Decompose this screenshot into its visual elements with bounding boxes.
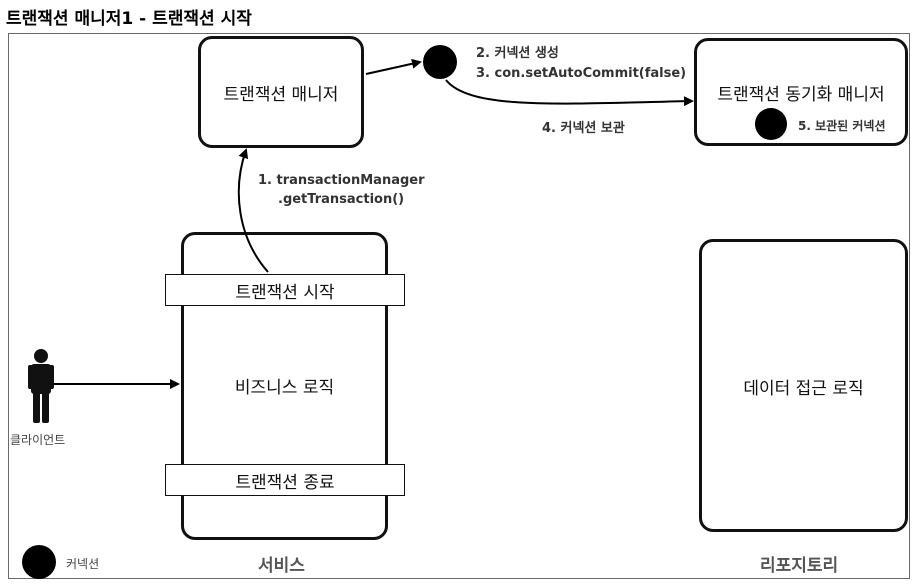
- getTransaction-arrow: [237, 148, 269, 273]
- diagram-title: 트랜잭션 매니저1 - 트랜잭션 시작: [6, 9, 252, 29]
- step1-note-line1: 1. transactionManager: [258, 173, 425, 188]
- repository-section-label: 리포지토리: [760, 556, 839, 576]
- client-label: 클라이언트: [10, 433, 66, 447]
- transaction-start-band: 트랜잭션 시작: [165, 274, 405, 306]
- connection-dot-stored: [755, 108, 787, 140]
- transaction-sync-manager-box: [694, 38, 908, 146]
- legend-connection-dot: [22, 545, 56, 579]
- step5-note: 5. 보관된 커넥션: [798, 119, 886, 133]
- step1-note-line2: .getTransaction(): [278, 192, 405, 207]
- legend-connection-label: 커넥션: [66, 557, 100, 571]
- diagram-frame: [8, 33, 910, 579]
- create-connection-arrow: [365, 58, 422, 75]
- service-section-label: 서비스: [258, 556, 305, 576]
- transaction-manager-box: [198, 36, 364, 148]
- transaction-end-band: 트랜잭션 종료: [165, 464, 405, 496]
- business-logic-label: 비즈니스 로직: [234, 378, 335, 398]
- connection-dot-created: [423, 45, 457, 79]
- transaction-sync-manager-label: 트랜잭션 동기화 매니저: [717, 85, 885, 105]
- client-person-icon: [28, 349, 54, 423]
- data-access-label: 데이터 접근 로직: [743, 379, 864, 399]
- transaction-manager-label: 트랜잭션 매니저: [223, 85, 339, 105]
- repository-box: [699, 239, 908, 532]
- step4-note: 4. 커넥션 보관: [542, 121, 625, 136]
- step2-note: 2. 커넥션 생성: [476, 46, 559, 61]
- store-connection-arrow: [445, 79, 694, 107]
- step3-note: 3. con.setAutoCommit(false): [476, 66, 687, 81]
